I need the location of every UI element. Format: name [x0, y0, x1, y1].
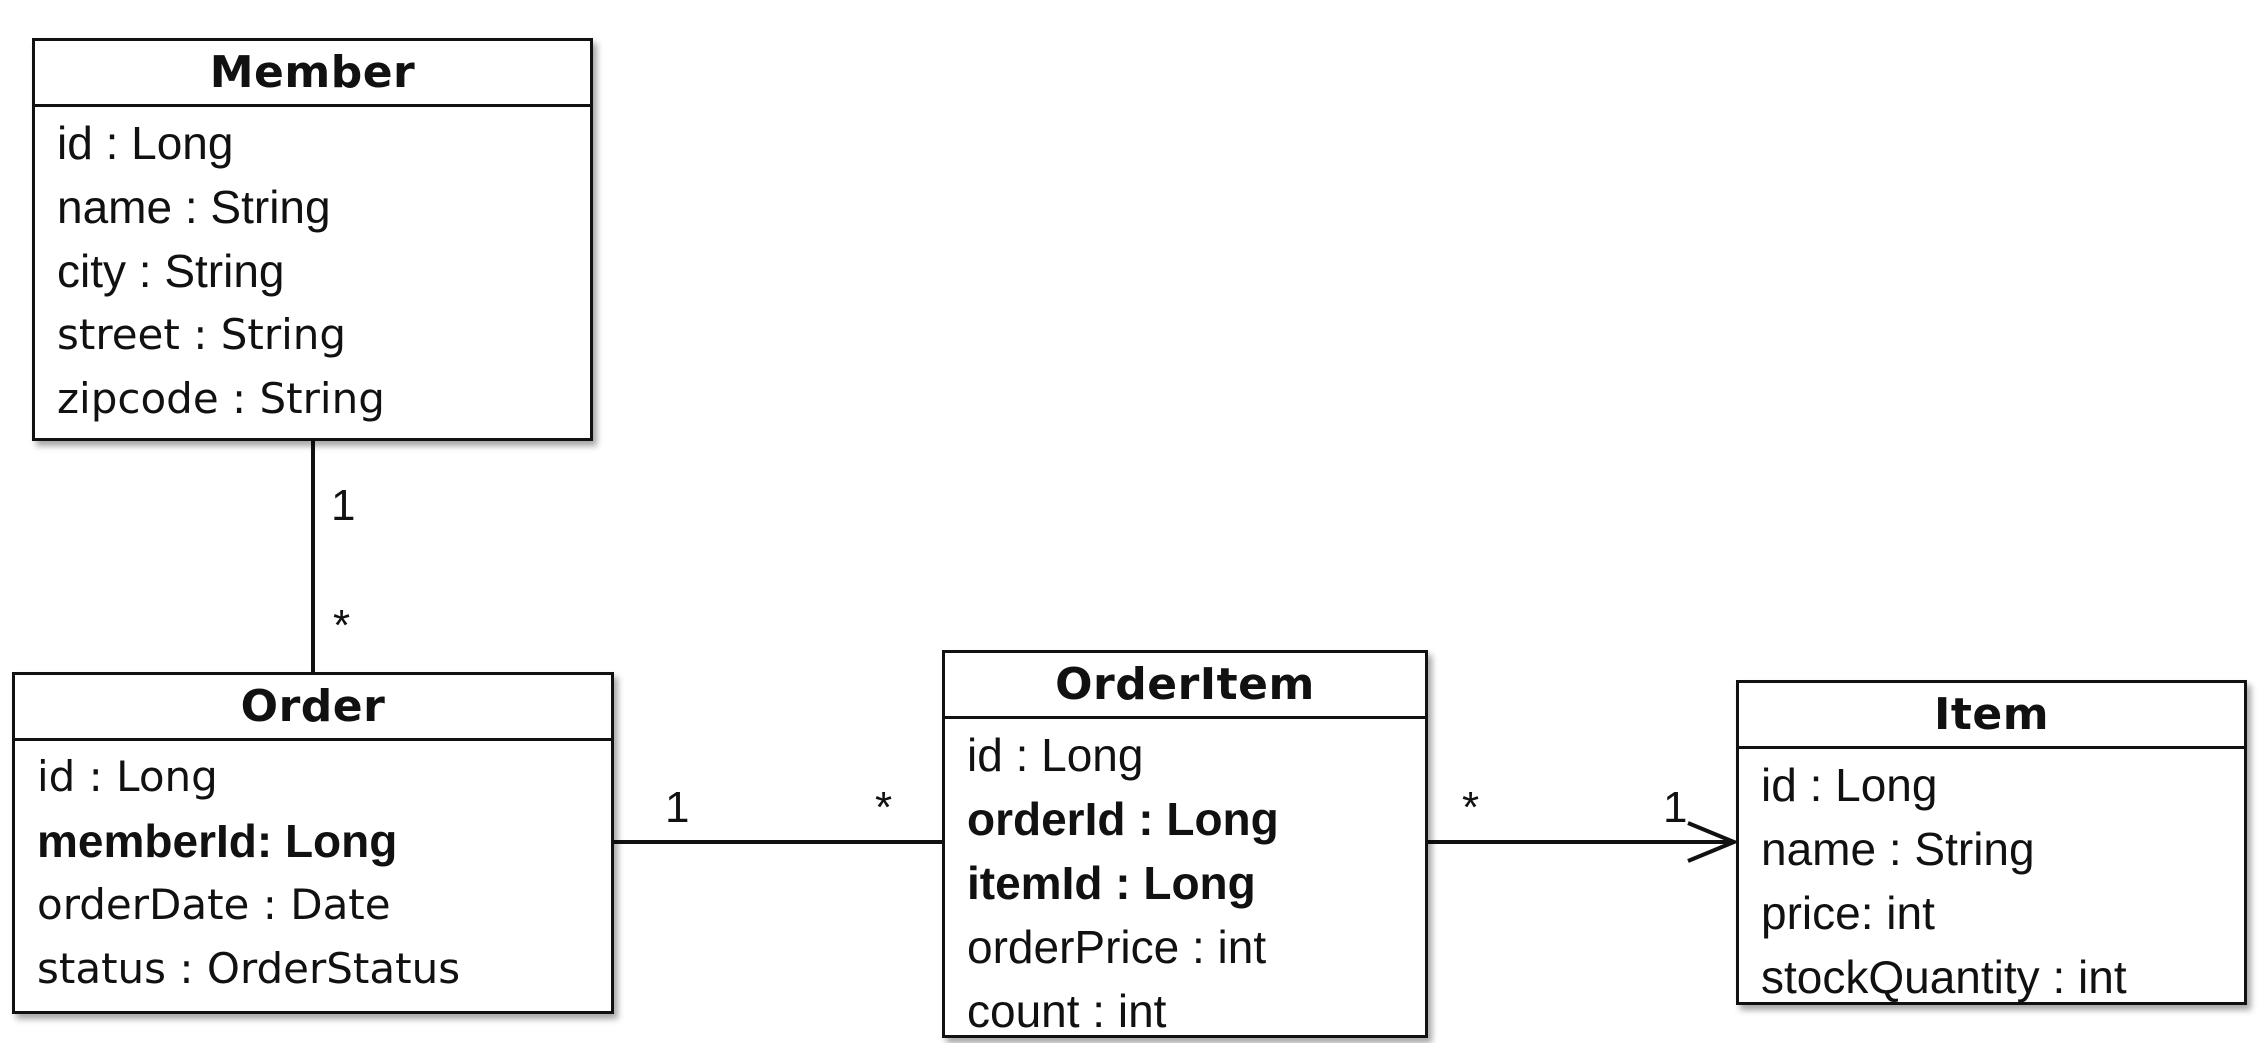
- item-attr-id: id : Long: [1761, 759, 1938, 811]
- orderitem-entity: OrderItem id : Long orderId : Long itemI…: [942, 650, 1428, 1038]
- order-attr-memberid: memberId: Long: [37, 815, 398, 867]
- orderitem-item-arrowhead: [1687, 821, 1740, 863]
- order-attr-status: status : OrderStatus: [37, 944, 461, 993]
- orderitem-attributes: id : Long orderId : Long itemId : Long o…: [945, 719, 1425, 1043]
- order-entity: Order id : Long memberId: Long orderDate…: [12, 672, 614, 1014]
- orderitem-item-from-mult: *: [1462, 783, 1479, 832]
- member-attributes: id : Long name : String city : String st…: [35, 107, 590, 431]
- orderitem-attr-orderprice: orderPrice : int: [967, 921, 1267, 973]
- orderitem-attr-orderid: orderId : Long: [967, 793, 1279, 845]
- member-attr-city: city : String: [57, 245, 285, 297]
- member-order-to-mult: *: [333, 601, 350, 650]
- orderitem-attr-id: id : Long: [967, 729, 1144, 781]
- orderitem-item-to-mult: 1: [1663, 783, 1687, 832]
- item-attr-stockquantity: stockQuantity : int: [1761, 951, 2127, 1003]
- order-orderitem-to-mult: *: [875, 783, 892, 832]
- order-attributes: id : Long memberId: Long orderDate : Dat…: [15, 741, 611, 1001]
- orderitem-title: OrderItem: [945, 653, 1425, 719]
- member-entity: Member id : Long name : String city : St…: [32, 38, 593, 441]
- member-order-from-mult: 1: [331, 481, 355, 530]
- order-title: Order: [15, 675, 611, 741]
- member-title: Member: [35, 41, 590, 107]
- member-attr-name: name : String: [57, 181, 331, 233]
- item-attr-price: price: int: [1761, 887, 1935, 939]
- member-attr-street: street : String: [57, 310, 347, 359]
- item-attr-name: name : String: [1761, 823, 2035, 875]
- order-orderitem-from-mult: 1: [665, 783, 689, 832]
- member-attr-id: id : Long: [57, 117, 234, 169]
- item-attributes: id : Long name : String price: int stock…: [1739, 749, 2244, 1009]
- order-attr-orderdate: orderDate : Date: [37, 880, 391, 929]
- item-title: Item: [1739, 683, 2244, 749]
- orderitem-attr-count: count : int: [967, 985, 1167, 1037]
- member-attr-zipcode: zipcode : String: [57, 374, 385, 423]
- item-entity: Item id : Long name : String price: int …: [1736, 680, 2247, 1005]
- order-attr-id: id : Long: [37, 752, 218, 801]
- orderitem-attr-itemid: itemId : Long: [967, 857, 1256, 909]
